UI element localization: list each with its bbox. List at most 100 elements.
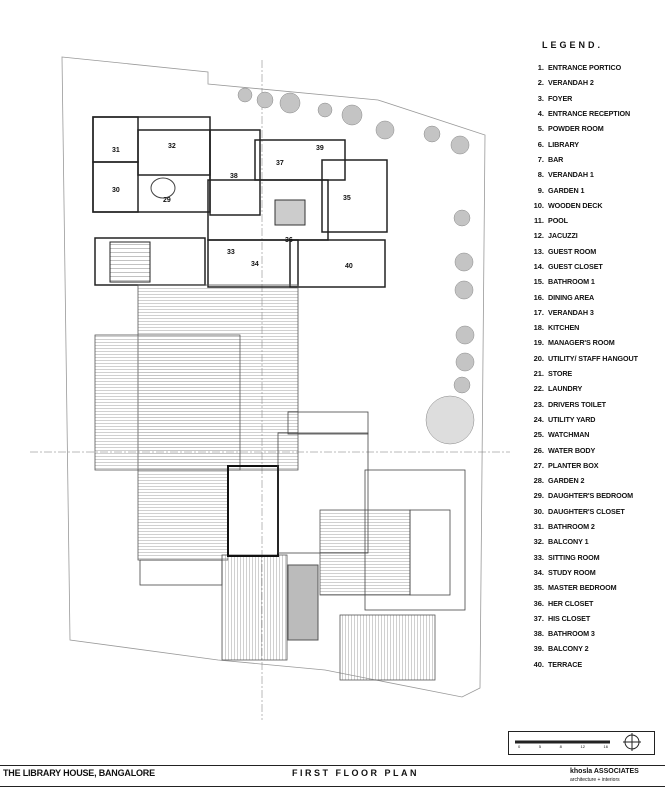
legend-item: 7. BAR: [522, 152, 662, 167]
legend-name: SITTING ROOM: [548, 552, 600, 562]
legend-item: 14.GUEST CLOSET: [522, 259, 662, 274]
legend-item: 23.DRIVERS TOILET: [522, 397, 662, 412]
legend-name: DAUGHTER'S BEDROOM: [548, 491, 633, 501]
label-39: 39: [316, 145, 324, 152]
legend-item: 12.JACUZZI: [522, 228, 662, 243]
legend-name: JACUZZI: [548, 231, 578, 241]
legend-item: 10. WOODEN DECK: [522, 198, 662, 213]
legend-item: 30. DAUGHTER'S CLOSET: [522, 504, 662, 519]
site-boundary: [61, 56, 486, 698]
legend-number: 9.: [537, 185, 544, 195]
label-40: 40: [345, 263, 353, 270]
legend-number: 4.: [537, 109, 544, 119]
legend-name: HIS CLOSET: [548, 613, 591, 623]
legend-name: HER CLOSET: [548, 598, 594, 608]
legend-name: WATCHMAN: [548, 430, 590, 440]
legend-name: VERANDAH 2: [548, 78, 594, 88]
legend-number: 24.: [533, 414, 544, 424]
legend-item: 39. BALCONY 2: [522, 641, 662, 656]
legend-number: 35.: [533, 583, 544, 593]
legend-number: 38.: [533, 629, 544, 639]
legend-number: 13.: [533, 246, 544, 256]
legend-name: BAR: [548, 154, 564, 164]
label-31: 31: [112, 147, 120, 154]
legend-item: 38.BATHROOM 3: [522, 626, 662, 641]
legend-item: 19.MANAGER'S ROOM: [522, 335, 662, 350]
legend-title: LEGEND.: [542, 40, 604, 50]
firm-logo: khosla ASSOCIATES architecture + interio…: [570, 768, 639, 784]
legend-item: 24. UTILITY YARD: [522, 412, 662, 427]
legend-number: 5.: [537, 124, 544, 134]
legend-name: STORE: [548, 369, 573, 379]
legend-number: 19.: [533, 338, 544, 348]
legend-number: 30.: [533, 506, 544, 516]
scale-tick: 8: [559, 744, 562, 749]
legend-number: 17.: [533, 307, 544, 317]
circular-seat: [150, 177, 176, 199]
legend-name: GUEST ROOM: [548, 246, 597, 256]
legend-item: 25. WATCHMAN: [522, 427, 662, 442]
water-body-pattern: [287, 564, 319, 641]
legend-item: 37. HIS CLOSET: [522, 611, 662, 626]
label-29: 29: [163, 197, 171, 204]
legend-item: 27.PLANTER BOX: [522, 458, 662, 473]
legend-name: WOODEN DECK: [548, 200, 603, 210]
scale-tick: 0: [518, 744, 521, 749]
legend-item: 18.KITCHEN: [522, 320, 662, 335]
legend-number: 22.: [533, 384, 544, 394]
legend-number: 10.: [533, 200, 544, 210]
label-37: 37: [276, 160, 284, 167]
legend-number: 11.: [533, 216, 544, 226]
legend-name: WATER BODY: [548, 445, 596, 455]
legend-number: 8.: [537, 170, 544, 180]
legend-item: 34.STUDY ROOM: [522, 565, 662, 580]
sheet-title: FIRST FLOOR PLAN: [292, 768, 419, 778]
legend-name: BATHROOM 2: [548, 522, 595, 532]
label-32: 32: [168, 143, 176, 150]
legend-name: POWDER ROOM: [548, 124, 604, 134]
legend-number: 31.: [533, 522, 544, 532]
legend-name: UTILITY YARD: [548, 414, 596, 424]
legend-name: GARDEN 1: [548, 185, 585, 195]
legend-name: GARDEN 2: [548, 476, 585, 486]
footer-divider-bottom: [0, 786, 665, 787]
legend-number: 36.: [533, 598, 544, 608]
north-arrow-icon: [623, 733, 641, 751]
legend-number: 6.: [537, 139, 544, 149]
label-30: 30: [112, 187, 120, 194]
roof-decks: [94, 284, 436, 681]
legend-number: 37.: [533, 613, 544, 623]
legend-item: 11. POOL: [522, 213, 662, 228]
legend-number: 16.: [533, 292, 544, 302]
legend-name: PLANTER BOX: [548, 460, 599, 470]
legend-name: KITCHEN: [548, 323, 580, 333]
trees: [237, 87, 475, 445]
legend-name: MASTER BEDROOM: [548, 583, 617, 593]
legend-number: 7.: [537, 154, 544, 164]
legend-number: 25.: [533, 430, 544, 440]
legend-number: 34.: [533, 567, 544, 577]
legend-item: 3.FOYER: [522, 91, 662, 106]
legend-name: UTILITY/ STAFF HANGOUT: [548, 353, 638, 363]
legend-name: POOL: [548, 216, 568, 226]
legend-item: 33.SITTING ROOM: [522, 550, 662, 565]
legend-name: BALCONY 2: [548, 644, 589, 654]
legend-item: 20. UTILITY/ STAFF HANGOUT: [522, 351, 662, 366]
legend-number: 39.: [533, 644, 544, 654]
legend-name: DAUGHTER'S CLOSET: [548, 506, 625, 516]
legend-item: 21.STORE: [522, 366, 662, 381]
label-36: 36: [285, 237, 293, 244]
legend-number: 23.: [533, 399, 544, 409]
legend-name: LAUNDRY: [548, 384, 583, 394]
scale-tick: 12: [580, 744, 585, 749]
legend-number: 40.: [533, 659, 544, 669]
legend-number: 20.: [533, 353, 544, 363]
label-33: 33: [227, 249, 235, 256]
footer-divider: [0, 765, 665, 766]
legend-item: 4.ENTRANCE RECEPTION: [522, 106, 662, 121]
label-38: 38: [230, 173, 238, 180]
legend-number: 14.: [533, 262, 544, 271]
